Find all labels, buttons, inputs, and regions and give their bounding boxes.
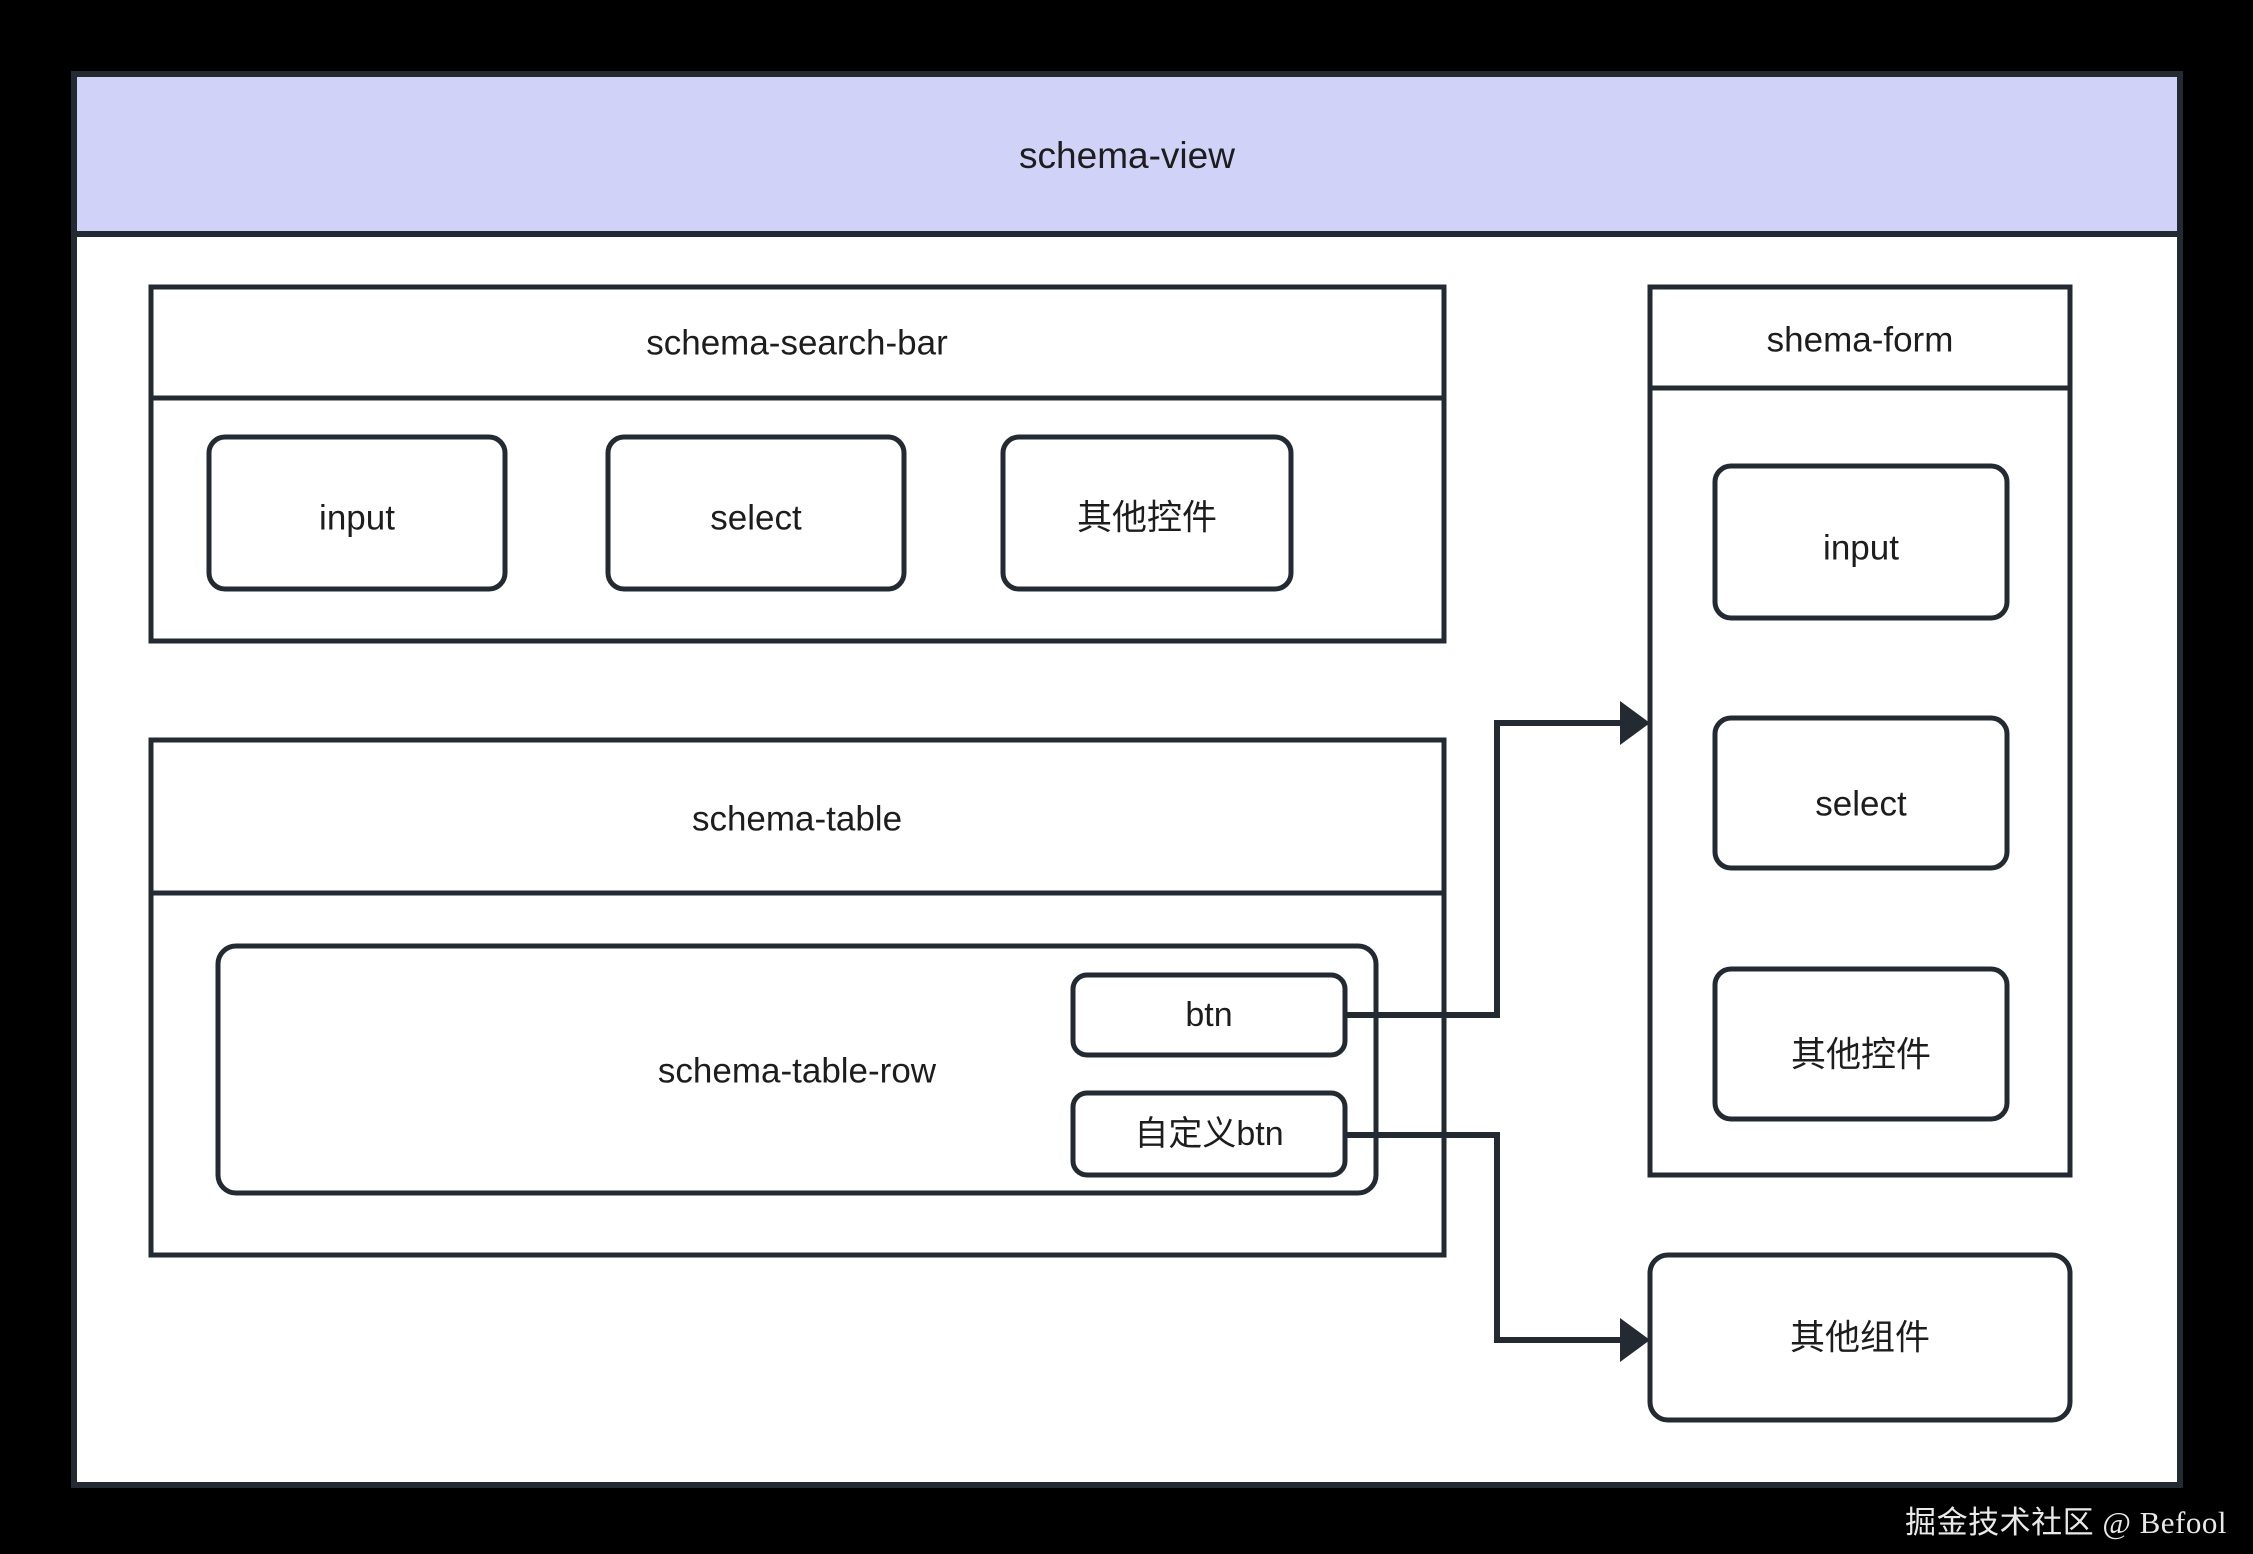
connector-btn-to-form-arrowhead <box>1620 701 1650 745</box>
other-components-fill <box>1650 1255 2070 1420</box>
search-select-label: select <box>710 498 802 537</box>
custom-btn-box-fill <box>1073 1093 1345 1175</box>
search-input-box-border <box>206 434 508 592</box>
connector-custom-btn-to-other-arrowhead <box>1620 1318 1650 1362</box>
connector-custom-btn-to-other <box>1345 1132 1650 1362</box>
custom-btn-label: 自定义btn <box>1134 1115 1283 1153</box>
schema-view-header-fill <box>77 77 2177 234</box>
search-input-label: input <box>319 498 395 537</box>
other-components-border <box>1647 1252 2073 1423</box>
search-other-box-fill <box>1003 437 1291 589</box>
schema-table-row-btn[interactable]: btn <box>1070 972 1348 1058</box>
form-input-box-fill <box>1715 466 2007 618</box>
form-select-box-fill <box>1715 718 2007 868</box>
schema-table-container[interactable]: schema-table schema-table-row btn 自定义btn <box>148 737 1447 1258</box>
schema-table-row-label: schema-table-row <box>658 1051 937 1090</box>
form-other-box-fill <box>1715 969 2007 1119</box>
schema-table-row-border <box>215 943 1379 1196</box>
connector-custom-btn-to-other-path <box>1345 1132 1620 1343</box>
search-bar-control-other[interactable]: 其他控件 <box>1000 434 1294 592</box>
schema-table-row-custom-btn[interactable]: 自定义btn <box>1070 1090 1348 1178</box>
other-components-label: 其他组件 <box>1790 1318 1930 1357</box>
form-control-input[interactable]: input <box>1712 463 2010 621</box>
shema-form-container[interactable]: shema-form input select 其他控件 <box>1647 284 2073 1178</box>
search-input-box-fill <box>209 437 505 589</box>
form-select-label: select <box>1815 784 1907 823</box>
search-select-box-border <box>605 434 907 592</box>
search-other-box-border <box>1000 434 1294 592</box>
connector-btn-to-form-path <box>1345 720 1620 1018</box>
schema-search-bar-title: schema-search-bar <box>646 323 948 362</box>
form-other-label: 其他控件 <box>1791 1035 1931 1074</box>
schema-search-bar-container[interactable]: schema-search-bar input select 其他控件 <box>148 284 1447 644</box>
search-select-box-fill <box>608 437 904 589</box>
search-other-label: 其他控件 <box>1077 498 1217 537</box>
search-bar-control-input[interactable]: input <box>206 434 508 592</box>
form-input-label: input <box>1823 528 1899 567</box>
btn-label: btn <box>1185 996 1232 1034</box>
other-components-box[interactable]: 其他组件 <box>1647 1252 2073 1423</box>
shema-form-border <box>1647 284 2073 1178</box>
form-control-other[interactable]: 其他控件 <box>1712 966 2010 1122</box>
form-select-box-border <box>1712 715 2010 871</box>
search-bar-control-select[interactable]: select <box>605 434 907 592</box>
schema-view-border <box>71 71 2183 1488</box>
form-input-box-border <box>1712 463 2010 621</box>
form-control-select[interactable]: select <box>1712 715 2010 871</box>
connector-btn-to-form <box>1345 701 1650 1018</box>
form-other-box-border <box>1712 966 2010 1122</box>
schema-table-title: schema-table <box>692 799 902 838</box>
watermark: 掘金技术社区 @ Befool <box>1905 1505 2227 1540</box>
shema-form-title: shema-form <box>1767 320 1954 359</box>
schema-view-title: schema-view <box>1019 135 1235 176</box>
schema-search-bar-border <box>148 284 1447 644</box>
schema-table-border <box>148 737 1447 1258</box>
btn-box-fill <box>1073 975 1345 1055</box>
